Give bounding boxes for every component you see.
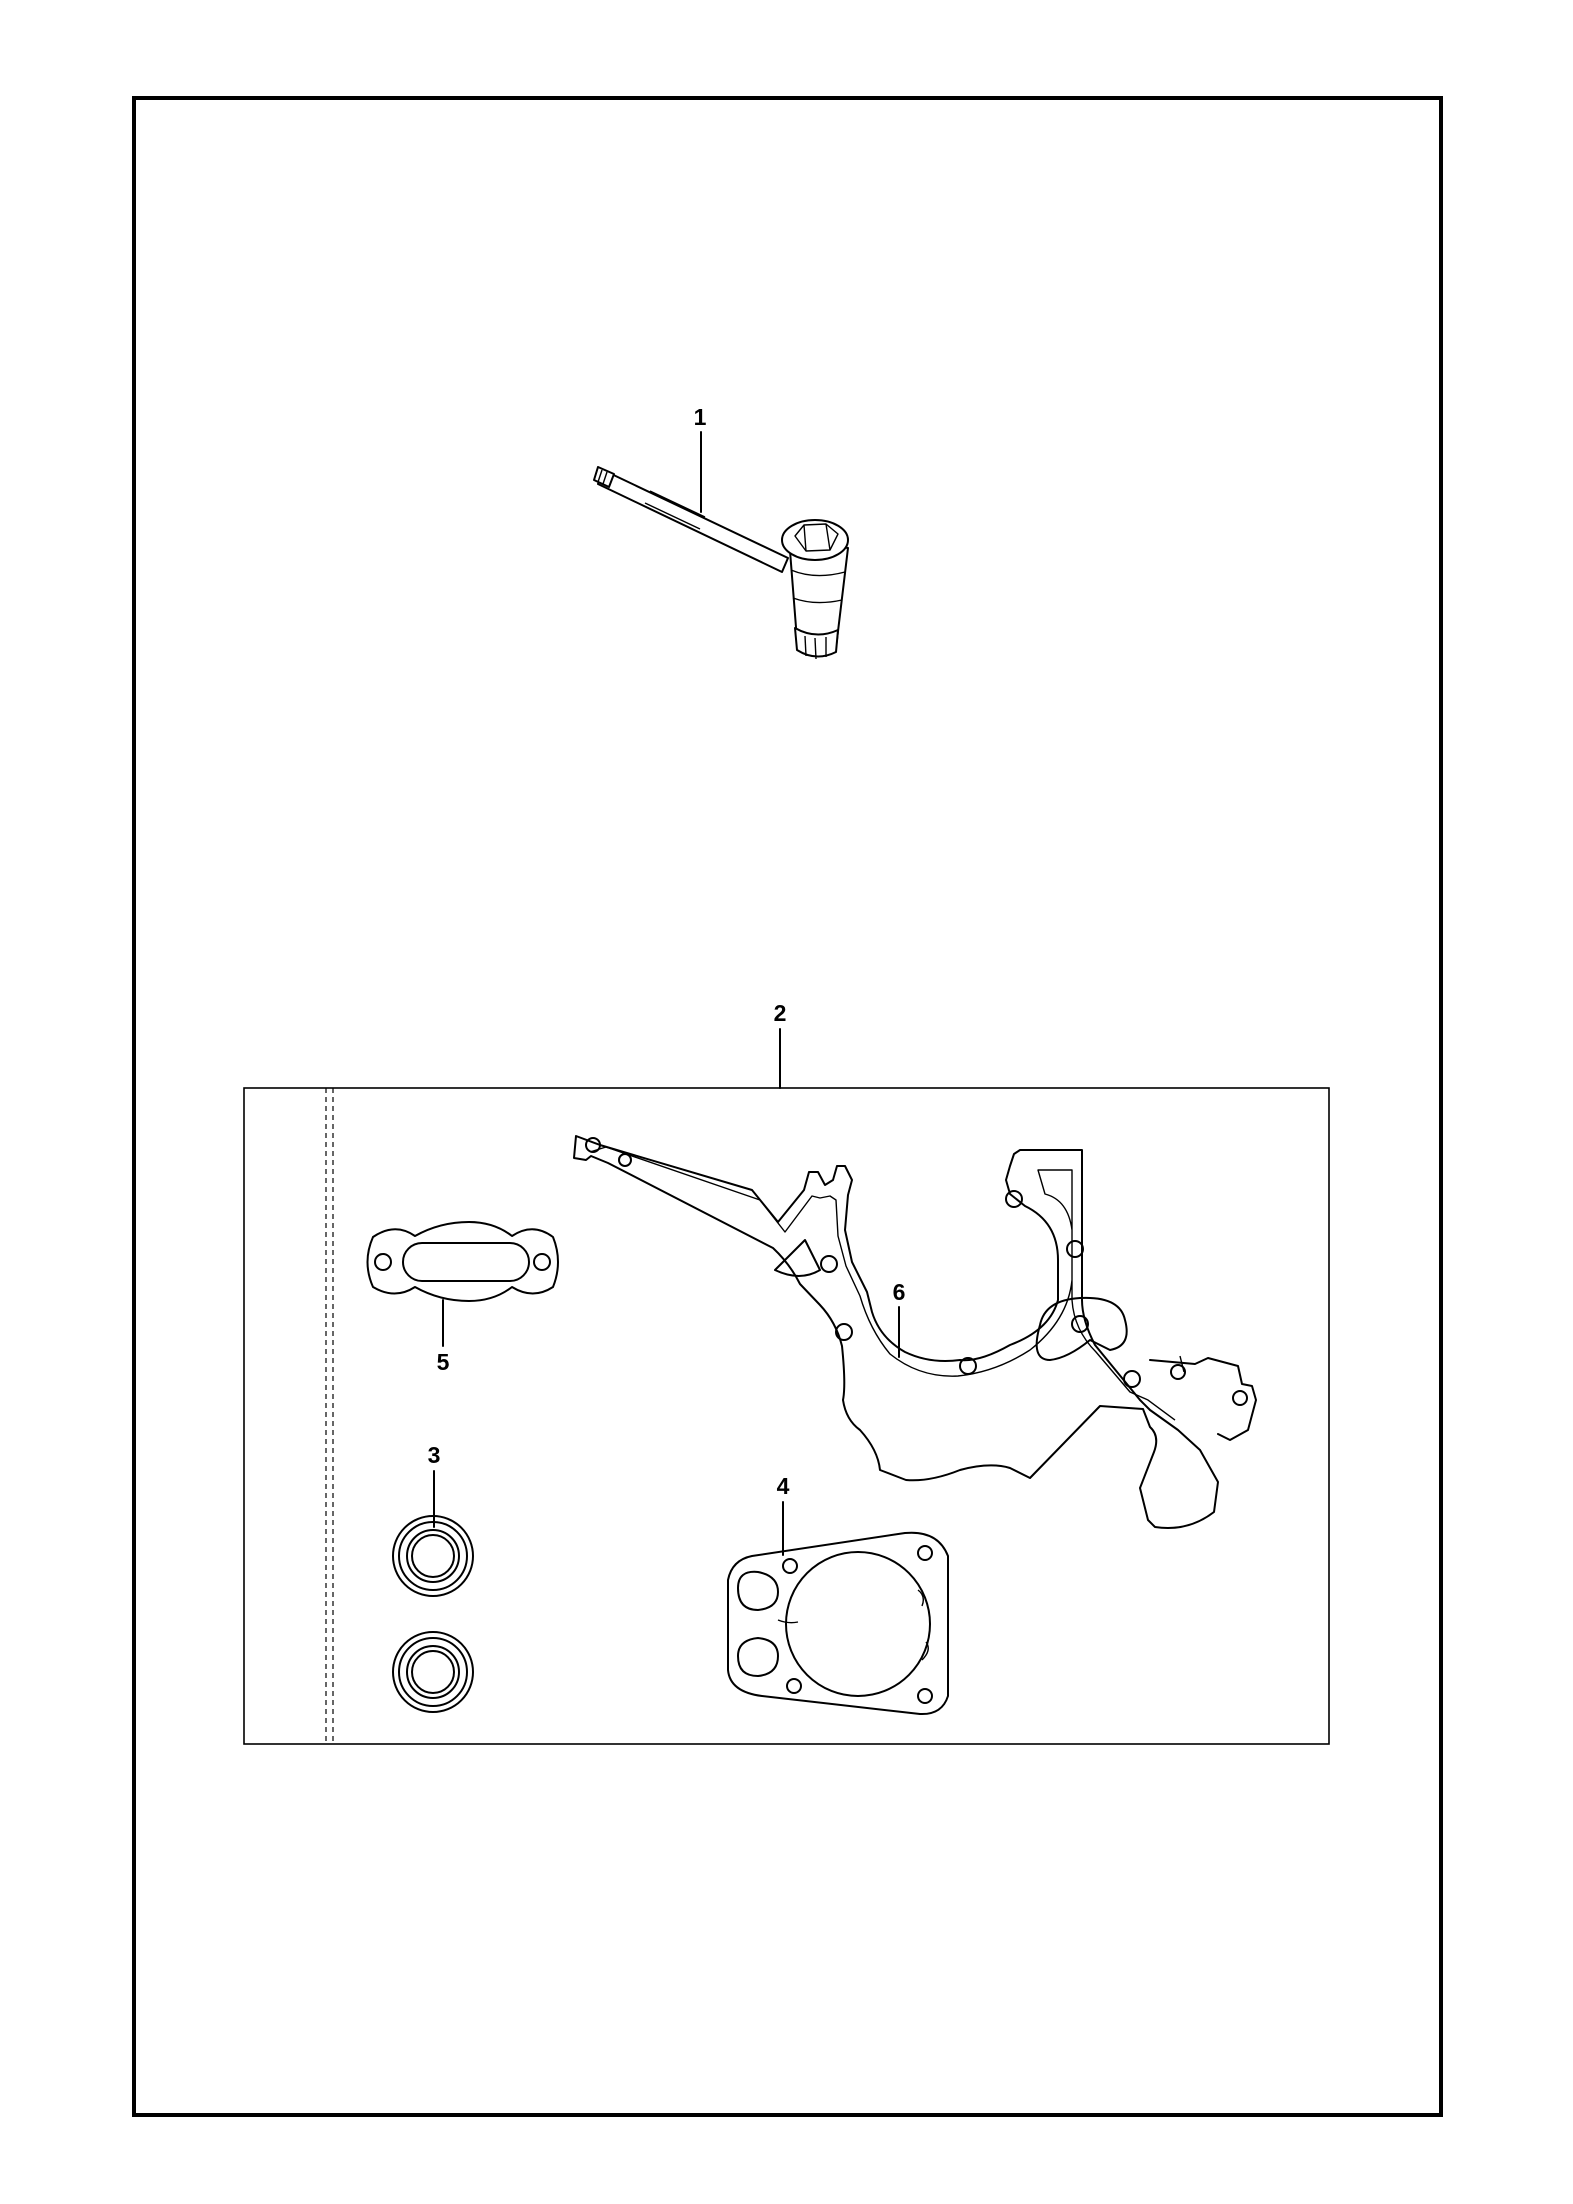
callout-label-6: 6 <box>893 1279 906 1305</box>
muffler-gasket-illustration <box>366 1221 559 1302</box>
crankcase-gasket-illustration <box>573 1135 1257 1529</box>
callout-label-3: 3 <box>428 1442 441 1468</box>
page-frame <box>132 96 1443 2117</box>
callout-label-4: 4 <box>777 1473 790 1499</box>
oil-seal-illustration-top <box>392 1515 474 1597</box>
callout-label-2: 2 <box>774 1000 787 1026</box>
cylinder-gasket-illustration <box>727 1531 949 1716</box>
oil-seal-illustration-bottom <box>392 1631 474 1713</box>
callout-label-1: 1 <box>694 404 707 430</box>
kit-package-box <box>243 1087 1330 1745</box>
wrench-tool-illustration <box>593 466 849 660</box>
callout-label-5: 5 <box>437 1349 450 1375</box>
